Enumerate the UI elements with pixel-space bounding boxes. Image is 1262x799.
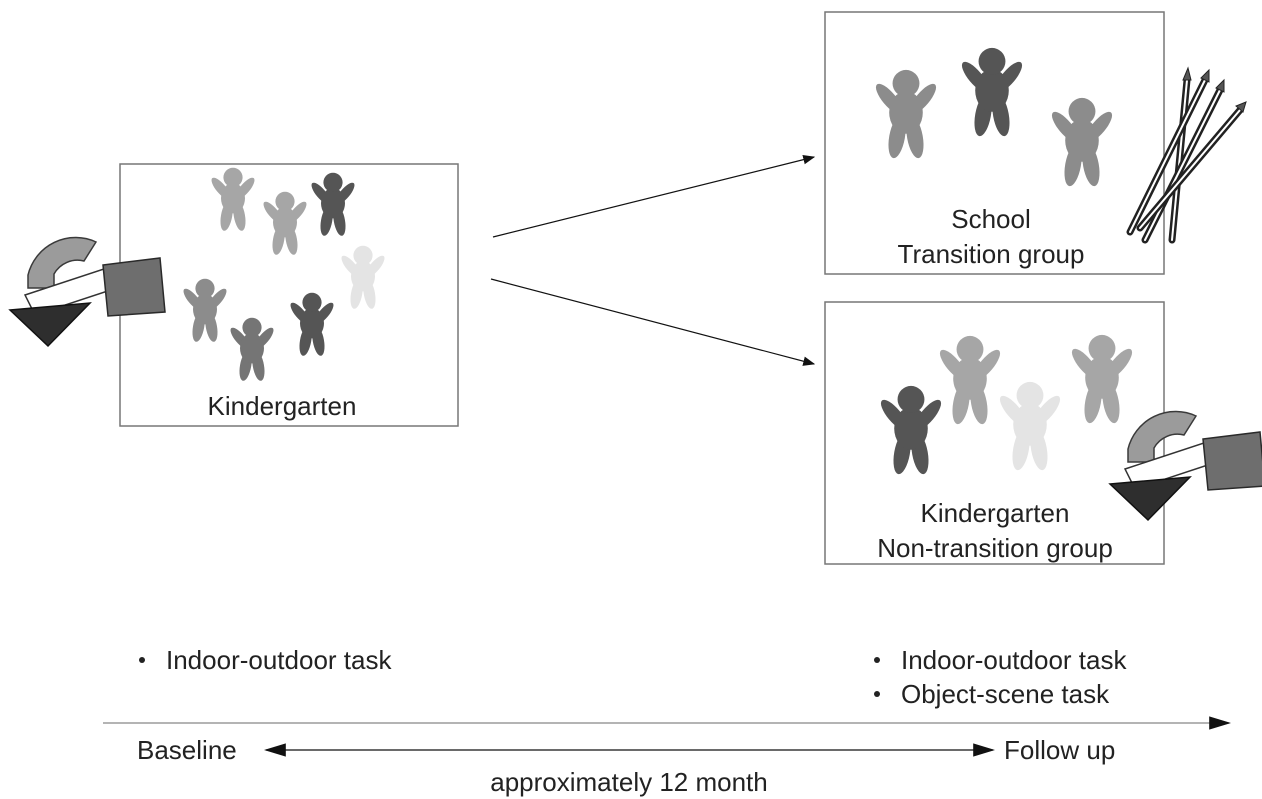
- bullet-icon: [139, 657, 145, 663]
- pencils-icon: [1126, 66, 1247, 244]
- baseline-label: Baseline: [137, 735, 237, 765]
- followup-task-item: Indoor-outdoor task: [901, 645, 1127, 675]
- arrow-to-school: [492, 154, 816, 238]
- school-box-label-line2: Transition group: [898, 239, 1085, 269]
- kindergarten-followup-label-line1: Kindergarten: [921, 498, 1070, 528]
- baseline-box-label: Kindergarten: [208, 391, 357, 421]
- kindergarten-followup-label-line2: Non-transition group: [877, 533, 1113, 563]
- arrow-to-kindergarten: [490, 278, 816, 366]
- school-box-label-line1: School: [951, 204, 1031, 234]
- bullet-icon: [874, 657, 880, 663]
- kindergarten-non-transition-group: Kindergarten Non-transition group: [824, 301, 1165, 565]
- school-transition-group: School Transition group: [824, 11, 1165, 275]
- followup-label: Follow up: [1004, 735, 1115, 765]
- baseline-kindergarten-group: Kindergarten: [119, 163, 459, 427]
- followup-task-item: Object-scene task: [901, 679, 1110, 709]
- bullet-icon: [874, 691, 880, 697]
- followup-task-list: Indoor-outdoor task Object-scene task: [874, 645, 1127, 709]
- duration-label: approximately 12 month: [490, 767, 767, 797]
- baseline-task-item: Indoor-outdoor task: [166, 645, 392, 675]
- baseline-task-list: Indoor-outdoor task: [139, 645, 392, 675]
